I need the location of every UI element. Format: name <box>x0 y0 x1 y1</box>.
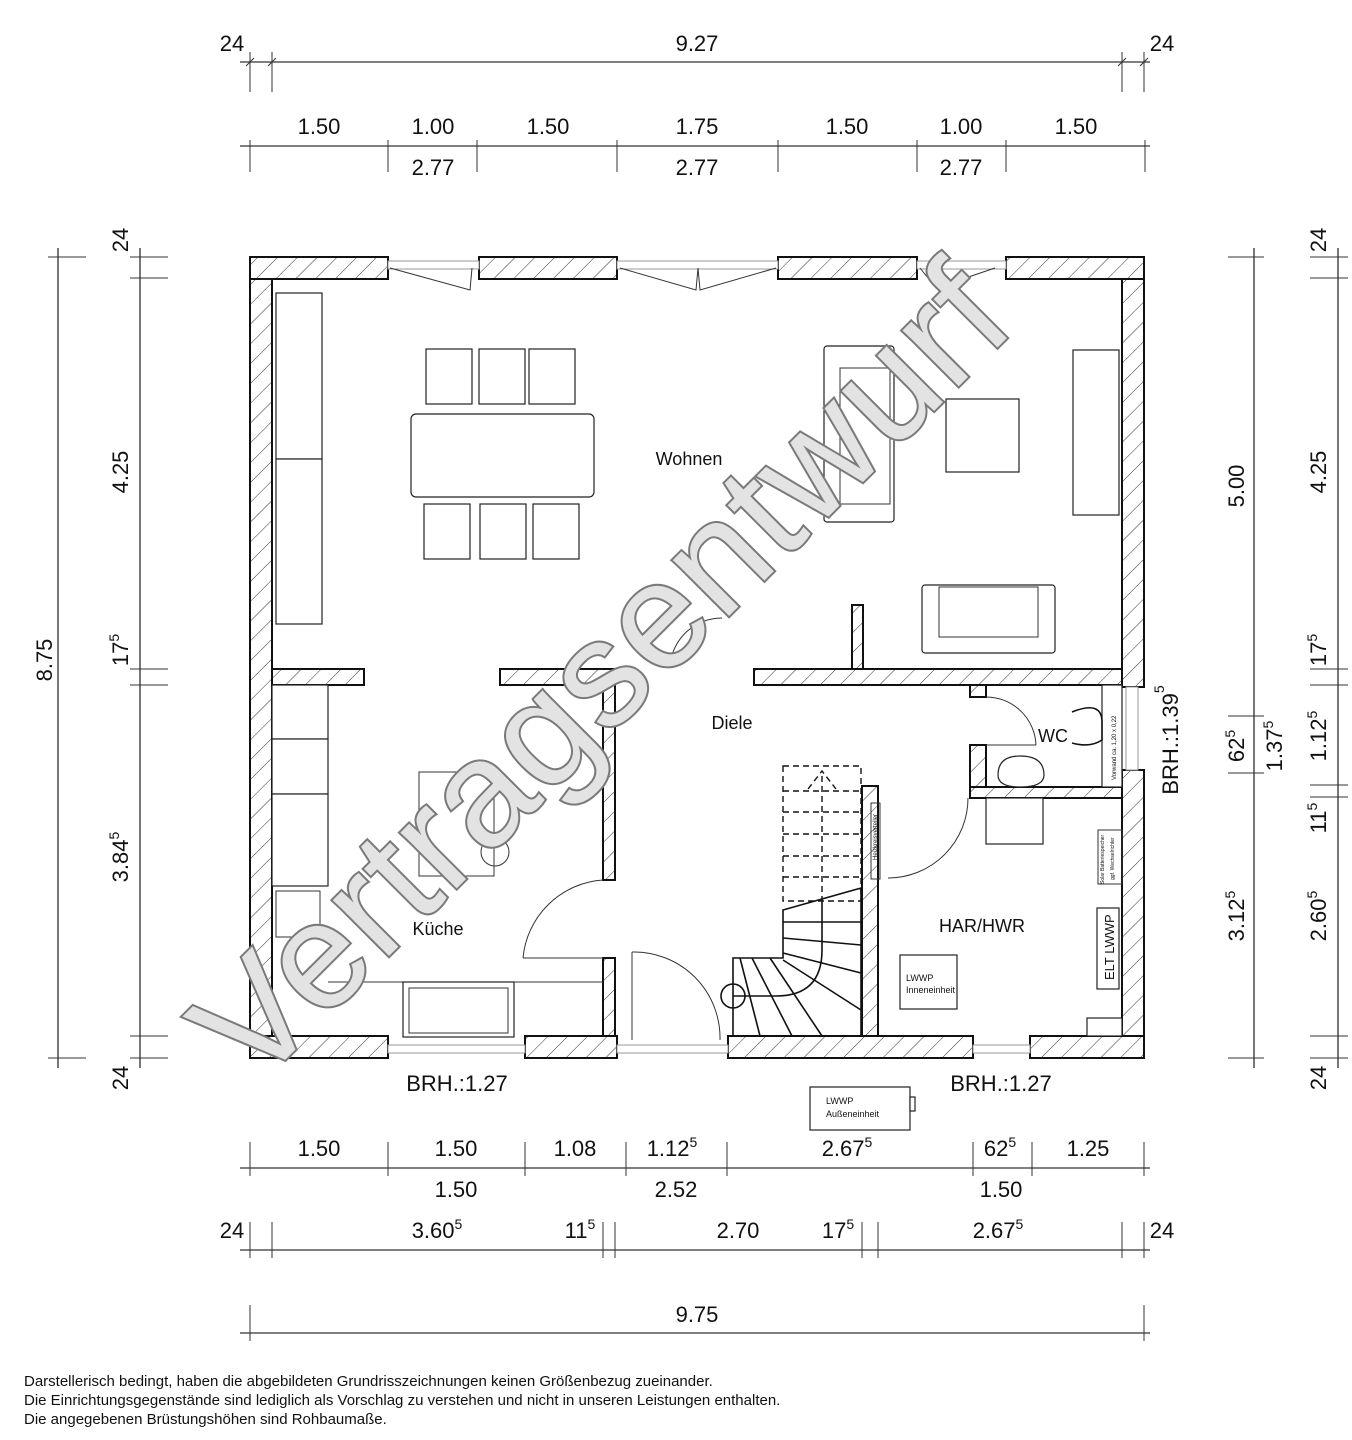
dim-bottom-right-wall: 24 <box>1150 1218 1174 1243</box>
hwr-equipment: LWWP Inneneinheit ELT LWWP Solar Batteri… <box>899 797 1123 1037</box>
dim-top-opening-1: 1.50 <box>298 114 341 139</box>
dim-right-wc-wall: 115 <box>1304 802 1331 833</box>
bottom-dimension-chain: 1.50 1.50 1.08 1.125 2.675 625 1.25 1.50… <box>220 1134 1174 1341</box>
dim-bottom-diele: 2.70 <box>717 1218 760 1243</box>
dim-bottom-wall-stair: 175 <box>822 1216 854 1243</box>
dim-right-window: 625 <box>1222 730 1249 762</box>
dim-bottom-height-3: 1.50 <box>980 1177 1023 1202</box>
dim-bottom-opening-5: 2.675 <box>822 1134 873 1161</box>
dim-bottom-opening-6: 625 <box>984 1134 1016 1161</box>
dining-chairs-top <box>425 348 576 405</box>
left-dimension-chain: 8.75 24 4.25 175 3.845 24 <box>32 228 168 1090</box>
room-label-wohnen: Wohnen <box>656 449 723 469</box>
dim-top-right-wall: 24 <box>1150 31 1174 56</box>
brh-wc: BRH.:1.395 <box>1151 685 1183 795</box>
wc-fixtures: Vorwand ca. 1,20 x 0,22 <box>997 684 1123 788</box>
note-line-3: Die angegebenen Brüstungshöhen sind Rohb… <box>24 1411 387 1428</box>
dim-bottom-opening-7: 1.25 <box>1067 1136 1110 1161</box>
dim-right-wohnen: 5.00 <box>1224 465 1249 508</box>
dim-right-hwr-outer: 2.605 <box>1304 890 1331 941</box>
dim-left-overall: 8.75 <box>32 639 57 682</box>
lwwp-outer-label-1: LWWP <box>826 1096 853 1106</box>
dim-left-kueche: 3.845 <box>106 831 133 882</box>
lwwp-outdoor-unit: LWWP Außeneinheit <box>809 1086 916 1131</box>
dim-bottom-wall-kueche: 115 <box>565 1216 596 1243</box>
note-line-1: Darstellerisch bedingt, haben die abgebi… <box>24 1373 713 1390</box>
brh-hwr: BRH.:1.27 <box>950 1071 1052 1096</box>
dim-right-bottom-wall: 24 <box>1306 1066 1331 1090</box>
dim-top-opening-2: 1.00 <box>412 114 455 139</box>
dim-bottom-left-wall: 24 <box>220 1218 244 1243</box>
dim-left-bottom-wall: 24 <box>108 1066 133 1090</box>
dim-right-outer-wohnen: 4.25 <box>1306 451 1331 494</box>
dim-top-overall: 9.27 <box>676 31 719 56</box>
staircase: Heizkreisverteiler <box>720 765 881 1037</box>
vorwand-label: Vorwand ca. 1,20 x 0,22 <box>1112 715 1118 780</box>
lwwp-inner-label-2: Inneneinheit <box>906 985 956 995</box>
dim-right-window-height: 1.375 <box>1260 720 1287 771</box>
wechselrichter-label: ggf. Wechselrichter <box>1110 837 1116 880</box>
lwwp-outer-label-2: Außeneinheit <box>826 1109 880 1119</box>
dim-bottom-kueche: 3.605 <box>412 1216 463 1243</box>
dim-bottom-height-2: 2.52 <box>655 1177 698 1202</box>
room-label-hwr: HAR/HWR <box>939 916 1025 936</box>
dim-top-height-3: 2.77 <box>940 155 983 180</box>
dim-left-top-wall: 24 <box>108 228 133 252</box>
kueche-furniture <box>271 684 603 1038</box>
wohnen-furniture <box>275 292 1120 654</box>
room-label-diele: Diele <box>711 713 752 733</box>
dim-left-inner-wall: 175 <box>106 634 133 666</box>
doors <box>522 617 1037 1041</box>
dim-top-height-2: 2.77 <box>676 155 719 180</box>
room-label-kueche: Küche <box>412 919 463 939</box>
note-line-2: Die Einrichtungsgegenstände sind ledigli… <box>24 1392 781 1409</box>
batterie-label: Solar Batteriespeicher <box>1100 834 1106 884</box>
dim-top-opening-6: 1.00 <box>940 114 983 139</box>
dim-bottom-opening-2: 1.50 <box>435 1136 478 1161</box>
heizkreis-label: Heizkreisverteiler <box>873 814 879 860</box>
brh-kueche: BRH.:1.27 <box>406 1071 508 1096</box>
dim-bottom-hwr: 2.675 <box>973 1216 1024 1243</box>
dim-bottom-overall: 9.75 <box>676 1302 719 1327</box>
dim-right-wc: 1.125 <box>1304 710 1331 761</box>
dim-right-top-wall: 24 <box>1306 228 1331 252</box>
dim-top-opening-4: 1.75 <box>676 114 719 139</box>
dim-left-wohnen: 4.25 <box>108 451 133 494</box>
dim-right-hwr: 3.125 <box>1222 890 1249 941</box>
dim-top-left-wall: 24 <box>220 31 244 56</box>
dim-top-height-1: 2.77 <box>412 155 455 180</box>
lwwp-inner-label-1: LWWP <box>906 973 933 983</box>
dim-top-opening-7: 1.50 <box>1055 114 1098 139</box>
dim-bottom-height-1: 1.50 <box>435 1177 478 1202</box>
top-dimension-chain: 24 9.27 24 1.50 1.00 1.50 1.75 1.50 1.00… <box>220 31 1174 180</box>
dim-bottom-opening-1: 1.50 <box>298 1136 341 1161</box>
dim-right-inner-wall: 175 <box>1304 634 1331 666</box>
dining-chairs-bottom <box>423 503 580 560</box>
elt-lwwp-label: ELT LWWP <box>1102 914 1117 980</box>
dim-top-opening-3: 1.50 <box>527 114 570 139</box>
windows <box>387 260 1139 1054</box>
room-label-wc: WC <box>1038 726 1068 746</box>
right-dimension-chain: 5.00 625 1.375 3.125 24 4.25 175 1.125 1… <box>1222 228 1348 1090</box>
footer-notes: Darstellerisch bedingt, haben die abgebi… <box>24 1372 780 1429</box>
dim-bottom-opening-4: 1.125 <box>647 1134 698 1161</box>
dim-top-opening-5: 1.50 <box>826 114 869 139</box>
dim-bottom-opening-3: 1.08 <box>554 1136 597 1161</box>
